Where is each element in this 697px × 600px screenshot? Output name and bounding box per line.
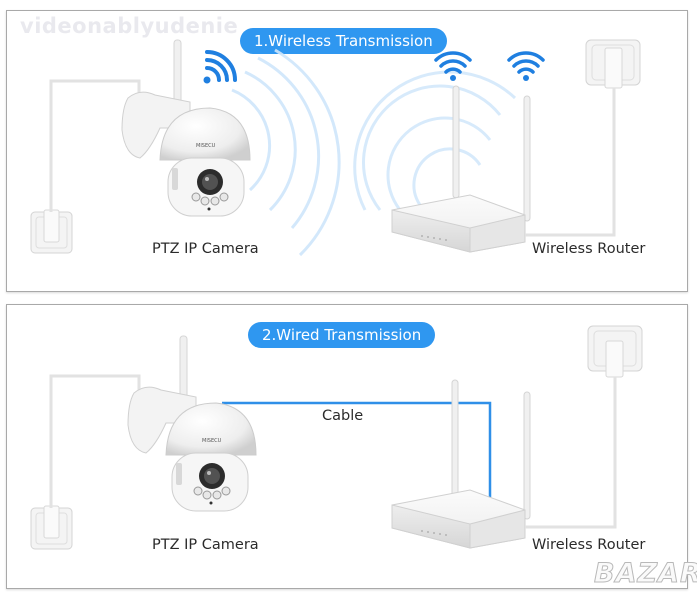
power-outlet-left bbox=[30, 209, 73, 254]
router-label-wired: Wireless Router bbox=[532, 537, 646, 553]
wireless-transmission-panel bbox=[6, 10, 688, 292]
wifi-icon-router-right bbox=[507, 51, 545, 81]
watermark-text: videonablyudenie bbox=[20, 14, 239, 38]
power-cable-camera-2 bbox=[49, 374, 141, 508]
router-signal-waves bbox=[353, 70, 517, 211]
bazar-watermark: BAZAR bbox=[594, 558, 697, 590]
power-cable-router-2 bbox=[525, 377, 617, 529]
section-title-wired: 2.Wired Transmission bbox=[248, 322, 436, 348]
power-cable-router bbox=[525, 88, 616, 237]
ethernet-cable bbox=[222, 401, 492, 500]
camera-label-wired: PTZ IP Camera bbox=[152, 537, 259, 553]
power-outlet-right-2 bbox=[587, 325, 643, 378]
camera-signal-waves bbox=[231, 48, 341, 257]
section-title-wireless: 1.Wireless Transmission bbox=[240, 28, 447, 54]
camera-brand: MISECU bbox=[196, 143, 216, 149]
wired-transmission-panel bbox=[6, 304, 688, 589]
ptz-camera-icon: MISECU bbox=[121, 39, 251, 217]
power-cable-camera bbox=[49, 79, 141, 212]
power-outlet-left-2 bbox=[30, 505, 73, 550]
wifi-icon-router-left bbox=[434, 51, 472, 81]
camera-label-wireless: PTZ IP Camera bbox=[152, 241, 259, 257]
wireless-router-icon-2 bbox=[391, 379, 531, 549]
power-outlet-right bbox=[585, 39, 641, 89]
router-label-wireless: Wireless Router bbox=[532, 241, 646, 257]
wifi-icon-camera bbox=[203, 50, 237, 84]
wireless-router-icon bbox=[391, 85, 531, 253]
camera-brand-2: MISECU bbox=[202, 438, 222, 444]
ptz-camera-icon-2: MISECU bbox=[127, 335, 257, 512]
cable-label: Cable bbox=[322, 408, 364, 424]
